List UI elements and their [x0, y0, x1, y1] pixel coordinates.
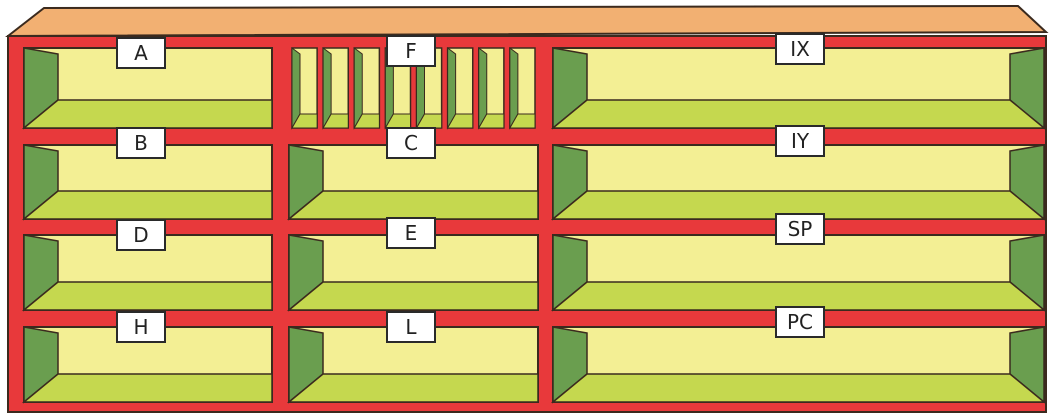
register-label-c: C	[386, 127, 436, 159]
shelf-ix-floor	[553, 100, 1044, 128]
register-label-d: D	[116, 219, 166, 251]
cabinet-top	[8, 6, 1046, 36]
register-label-f: F	[386, 35, 436, 67]
register-label-ix: IX	[775, 33, 825, 65]
register-label-l: L	[386, 311, 436, 343]
shelf-h-floor	[24, 374, 272, 402]
register-label-h: H	[116, 311, 166, 343]
shelf-d-floor	[24, 282, 272, 310]
shelf-c-floor	[289, 191, 538, 219]
shelf-l-floor	[289, 374, 538, 402]
register-label-b: B	[116, 127, 166, 159]
register-label-a: A	[116, 37, 166, 69]
register-label-iy: IY	[775, 125, 825, 157]
shelf-a-floor	[24, 100, 272, 128]
register-label-e: E	[386, 217, 436, 249]
register-label-pc: PC	[775, 306, 825, 338]
shelf-e-floor	[289, 282, 538, 310]
shelf-b-floor	[24, 191, 272, 219]
register-label-sp: SP	[775, 213, 825, 245]
shelf-pc-floor	[553, 374, 1044, 402]
